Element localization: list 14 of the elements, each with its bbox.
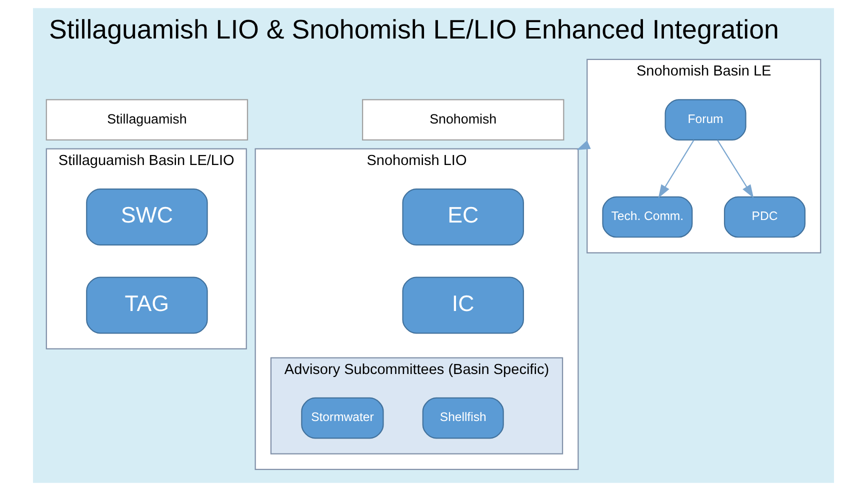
node-box: Shellfish <box>422 397 504 439</box>
node-box: Snohomish <box>362 99 564 140</box>
node-box: PDC <box>723 196 806 238</box>
arrow <box>716 140 754 198</box>
arrow <box>658 140 694 198</box>
node-box: IC <box>402 276 524 334</box>
node-box: Stillaguamish <box>45 99 248 140</box>
node-box: Tech. Comm. <box>602 196 692 238</box>
node-box: SWC <box>86 188 208 246</box>
diagram-title: Stillaguamish LIO & Snohomish LE/LIO Enhanced Integration <box>48 14 778 44</box>
node-box: TAG <box>86 276 208 334</box>
node-box: Forum <box>664 99 746 140</box>
node-box: Stormwater <box>300 397 384 439</box>
node-box: EC <box>402 188 524 246</box>
